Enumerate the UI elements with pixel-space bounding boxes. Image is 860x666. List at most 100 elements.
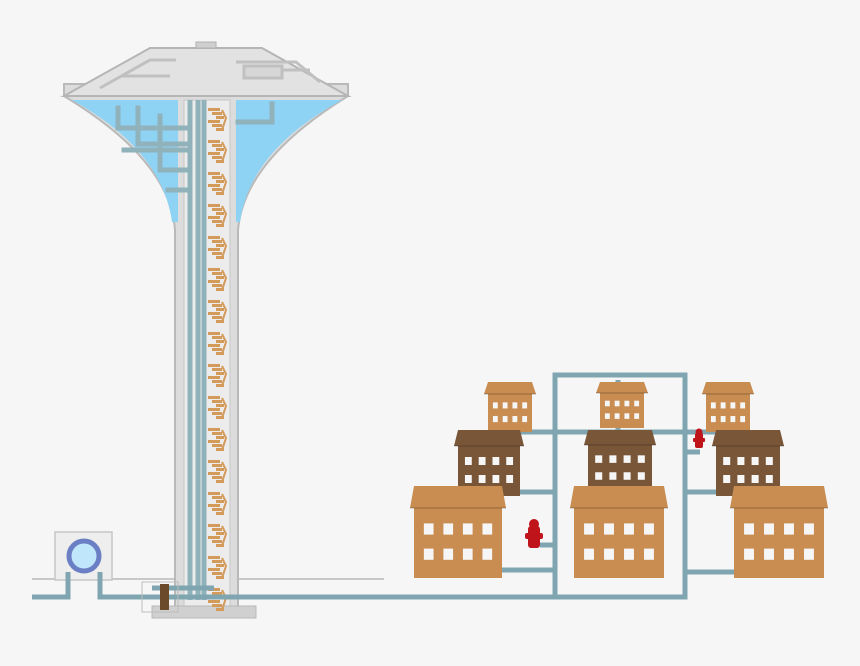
window <box>443 548 454 560</box>
house-icon <box>484 382 536 432</box>
window <box>506 475 514 483</box>
tank-pipes <box>115 101 275 193</box>
window <box>512 402 518 409</box>
window <box>614 400 620 407</box>
window <box>522 402 528 409</box>
window <box>462 548 473 560</box>
window <box>624 548 634 560</box>
stair-flight <box>208 364 228 387</box>
window <box>443 523 454 535</box>
stair-flight <box>208 268 228 291</box>
window <box>720 402 726 409</box>
window <box>751 457 759 465</box>
window <box>751 475 759 483</box>
stair-flight <box>208 300 228 323</box>
stair-flight <box>208 428 228 451</box>
stair-flight <box>208 172 228 195</box>
houses <box>410 382 828 578</box>
window <box>584 548 594 560</box>
window <box>737 475 745 483</box>
window <box>765 475 773 483</box>
window <box>623 455 631 463</box>
window <box>595 472 603 480</box>
window <box>482 548 493 560</box>
window <box>723 475 731 483</box>
window <box>595 455 603 463</box>
window <box>784 523 794 535</box>
window <box>737 457 745 465</box>
window <box>730 402 736 409</box>
window <box>464 475 472 483</box>
window <box>744 523 754 535</box>
riser-pipes <box>187 100 207 600</box>
window <box>644 523 654 535</box>
stair-flight <box>208 332 228 355</box>
stair-flight <box>208 140 228 163</box>
window <box>764 523 774 535</box>
window <box>804 523 814 535</box>
window <box>624 523 634 535</box>
stair-flight <box>208 460 228 483</box>
window <box>710 416 716 423</box>
window <box>492 457 500 465</box>
stair-flight <box>208 204 228 227</box>
window <box>637 455 645 463</box>
window <box>584 523 594 535</box>
fire-hydrant-icon <box>693 428 705 448</box>
pump-station <box>54 531 113 581</box>
window <box>512 416 518 423</box>
house-icon <box>570 486 668 578</box>
window <box>614 413 620 419</box>
window <box>506 457 514 465</box>
window <box>723 457 731 465</box>
window <box>710 402 716 409</box>
window <box>764 548 774 560</box>
stair-flight <box>208 492 228 515</box>
window <box>634 400 640 407</box>
window <box>464 457 472 465</box>
window <box>609 472 617 480</box>
roof-vent <box>195 41 217 49</box>
fire-hydrant-icon <box>525 519 543 548</box>
window <box>765 457 773 465</box>
window <box>423 548 434 560</box>
stair-flight <box>208 556 228 579</box>
house-icon <box>730 486 828 578</box>
pump-icon <box>66 538 102 574</box>
window <box>644 548 654 560</box>
window <box>624 413 630 419</box>
window <box>423 523 434 535</box>
window <box>604 523 614 535</box>
valve-icon <box>160 584 169 610</box>
window <box>478 475 486 483</box>
window <box>623 472 631 480</box>
water-tower <box>60 41 352 619</box>
stair-flight <box>208 236 228 259</box>
window <box>720 416 726 423</box>
window <box>740 402 746 409</box>
window <box>634 413 640 419</box>
window <box>609 455 617 463</box>
window <box>492 475 500 483</box>
valve-box <box>141 581 179 613</box>
window <box>502 402 508 409</box>
window <box>604 548 614 560</box>
window <box>462 523 473 535</box>
window <box>492 416 498 423</box>
tank-roof <box>60 47 352 97</box>
stair-flight <box>208 396 228 419</box>
window <box>744 548 754 560</box>
window <box>522 416 528 423</box>
window <box>784 548 794 560</box>
house-icon <box>410 486 506 578</box>
window <box>740 416 746 423</box>
stair-flight <box>208 524 228 547</box>
stair-flight <box>208 108 228 131</box>
house-icon <box>596 382 648 428</box>
window <box>624 400 630 407</box>
window <box>604 400 610 407</box>
window <box>804 548 814 560</box>
window <box>730 416 736 423</box>
window <box>492 402 498 409</box>
